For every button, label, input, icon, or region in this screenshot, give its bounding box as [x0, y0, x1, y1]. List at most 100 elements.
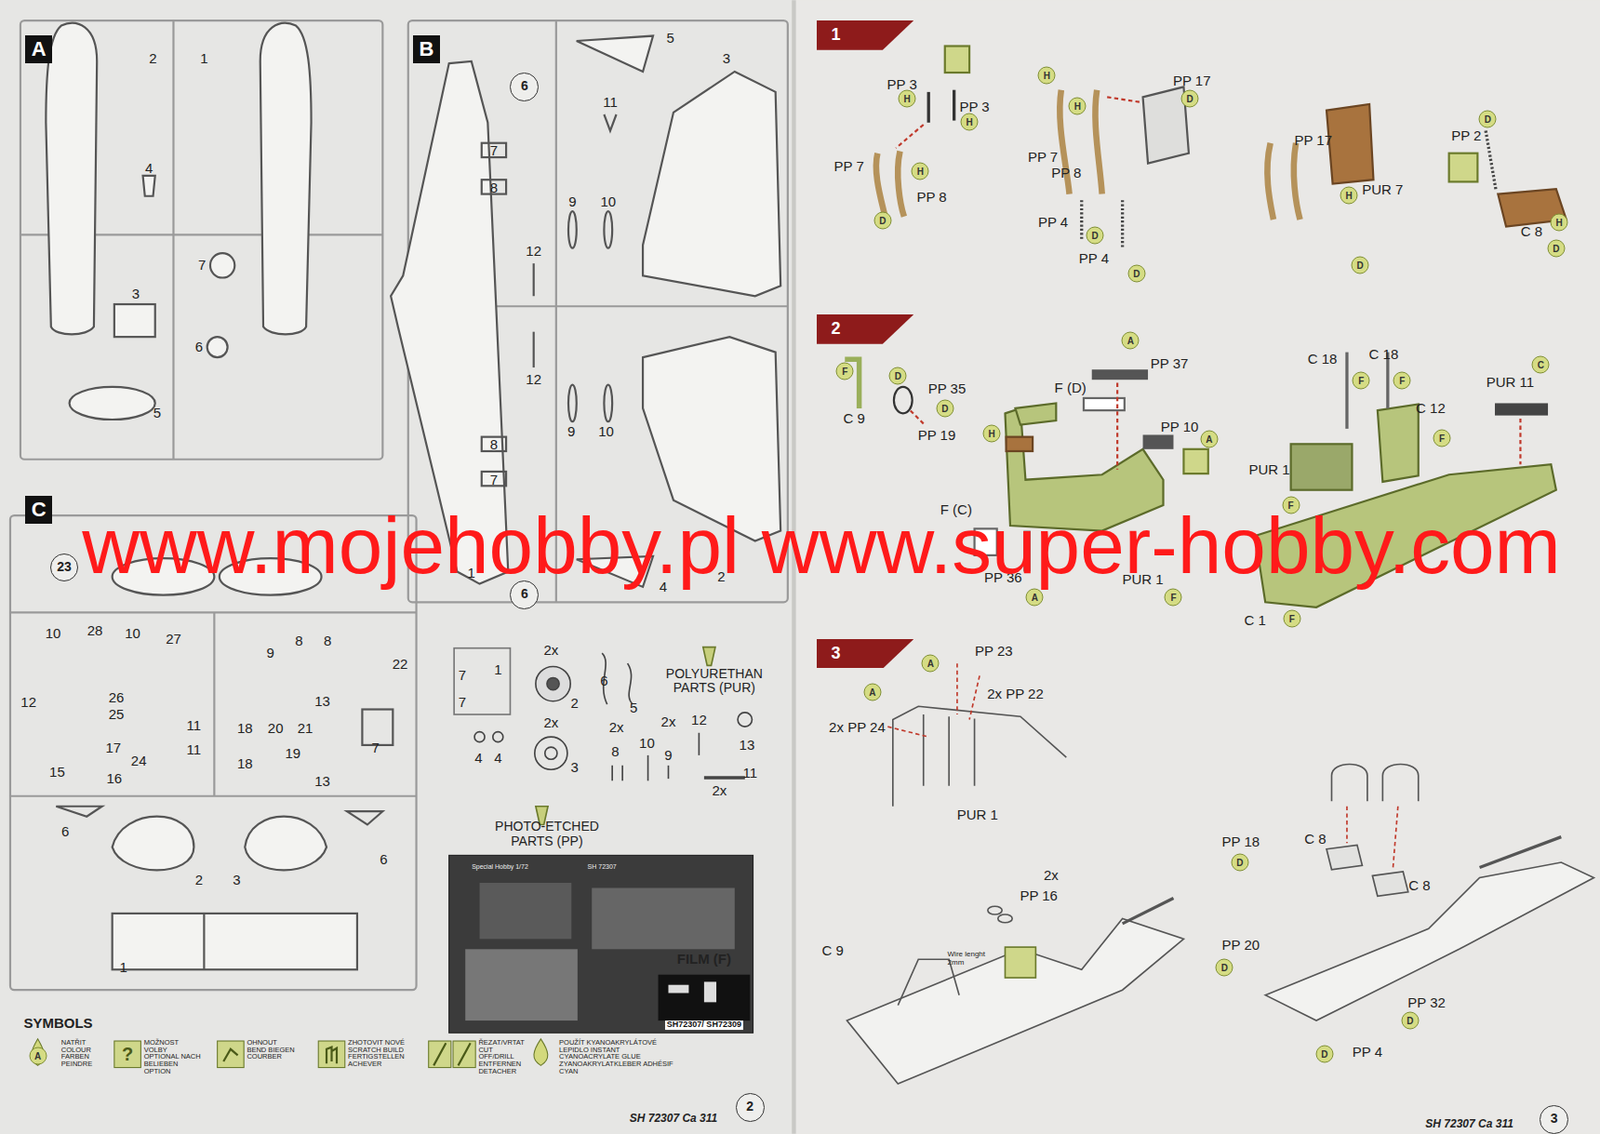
part-number: PP 17 — [1173, 72, 1212, 89]
sprue-c-shape — [346, 811, 383, 825]
part-number: 12 — [691, 712, 707, 729]
part-number: PP 37 — [1150, 355, 1189, 372]
parts-overview-shape — [627, 663, 633, 705]
step-2-drawing-shape — [1183, 449, 1208, 474]
step-2-drawing-shape — [1014, 402, 1056, 425]
sprue-a-shape — [260, 23, 312, 334]
photo-etched-fret-shape — [591, 887, 735, 949]
step-1-drawing-shape — [1485, 131, 1496, 191]
part-number: 3 — [132, 286, 140, 303]
symbol-icons — [31, 1039, 548, 1068]
part-number: PP 20 — [1222, 937, 1261, 954]
part-number: PP 32 — [1407, 995, 1446, 1012]
part-number: 5 — [153, 405, 161, 422]
step-3-drawing-shape — [923, 714, 975, 787]
part-number: 2x — [711, 783, 727, 800]
part-number: 4 — [493, 750, 502, 767]
colour-callout: D — [889, 366, 907, 385]
part-number: 10 — [598, 424, 614, 440]
colour-callout: H — [1550, 213, 1569, 232]
part-number: 12 — [525, 372, 542, 388]
step-1-drawing-shape — [1266, 143, 1274, 220]
colour-callout: H — [1068, 97, 1087, 116]
step-3-drawing-shape — [893, 706, 1067, 807]
part-number: 3 — [570, 760, 578, 776]
step-banner: 1 — [816, 20, 914, 51]
step-3-drawing-shape — [1332, 763, 1368, 801]
sprue-b-shape — [603, 114, 616, 132]
part-number: 1 — [120, 960, 128, 976]
part-number: 5 — [629, 700, 638, 717]
colour-callout: A — [863, 682, 881, 701]
part-number: PP 23 — [974, 643, 1014, 660]
part-number: 13 — [739, 737, 756, 754]
step-3-drawing-shape — [1480, 837, 1562, 868]
step-3-drawing-shape — [1346, 806, 1348, 843]
colour-callout: D — [1230, 853, 1249, 871]
part-number: 25 — [108, 706, 125, 723]
part-number: 4 — [145, 160, 153, 177]
parts-overview-shape — [621, 765, 624, 781]
film-sheet-shape — [704, 981, 717, 1002]
parts-heading: PHOTO-ETCHED PARTS (PP) — [488, 819, 605, 849]
part-number: 6 — [61, 824, 69, 840]
part-number: PP 16 — [1019, 888, 1058, 905]
fret-text: SH 72307 — [587, 864, 617, 872]
part-number: PUR 1 — [957, 807, 999, 824]
step-2-drawing-shape — [1006, 437, 1034, 452]
sprue-a — [20, 20, 383, 460]
symbol-icons-shape — [326, 1047, 337, 1065]
page-footer: SH 72307 Ca 311 — [1425, 1118, 1514, 1131]
part-number: 3 — [722, 50, 731, 67]
part-number: PUR 1 — [1248, 461, 1290, 478]
parts-overview-shape — [667, 765, 670, 779]
colour-callout: A — [1121, 332, 1140, 350]
step-2-drawing-shape — [1291, 443, 1353, 490]
sprue-c-shape — [213, 612, 215, 796]
node-text: A — [31, 35, 47, 64]
part-number: 12 — [525, 243, 542, 260]
legend-text: ŘEZAT/VRTAT CUT OFF/DRILL ENTFERNEN DETA… — [478, 1039, 530, 1076]
symbol-icons-shape — [217, 1040, 245, 1068]
part-number: 11 — [742, 765, 758, 782]
step-1-drawing-shape — [927, 92, 931, 123]
step-1-drawing-shape — [1449, 153, 1479, 183]
colour-callout: D — [1315, 1045, 1334, 1064]
sprue-c-shape — [244, 816, 327, 871]
part-number: C 8 — [1520, 224, 1543, 240]
step-1-drawing-shape — [876, 153, 886, 220]
step-1-drawing-shape — [1293, 143, 1301, 220]
node-text: 3 — [831, 639, 841, 669]
section-letter: C — [25, 495, 54, 524]
sprue-b-shape — [568, 385, 577, 422]
step-1-drawing-shape — [1080, 200, 1083, 241]
kit-code: SH72307/ SH72309 — [665, 1020, 744, 1030]
part-number: 9 — [266, 645, 275, 662]
step-2-drawing-shape — [1494, 402, 1548, 415]
step-3-drawing-shape — [846, 918, 1184, 1084]
step-3-drawing-shape — [969, 675, 980, 720]
colour-callout: H — [1038, 66, 1056, 85]
part-number: 2 — [570, 695, 578, 712]
sprue-c-shape — [55, 806, 102, 817]
photo-etched-fret-shape — [480, 882, 573, 939]
colour-callout: F — [1164, 587, 1183, 606]
part-number: 17 — [105, 740, 121, 757]
part-number: 7 — [490, 143, 498, 160]
step-2-drawing-shape — [1519, 418, 1521, 465]
part-number: 15 — [49, 764, 66, 781]
colour-callout: D — [1127, 264, 1146, 282]
part-number: C 9 — [821, 943, 843, 960]
sprue-b-shape — [568, 211, 577, 248]
part-number: 10 — [639, 734, 655, 751]
section-letter: B — [413, 35, 441, 64]
page-footer: SH 72307 Ca 311 — [629, 1113, 719, 1126]
sprue-c-shape — [112, 816, 195, 871]
legend-text: NATŘIT COLOUR FARBEN PEINDRE — [61, 1039, 111, 1069]
step-2-drawing-shape — [1116, 383, 1119, 470]
part-number: 2x — [543, 714, 559, 731]
part-number: 7 — [198, 257, 206, 274]
parts-overview-shape — [474, 732, 485, 743]
colour-callout: F — [1393, 372, 1412, 390]
